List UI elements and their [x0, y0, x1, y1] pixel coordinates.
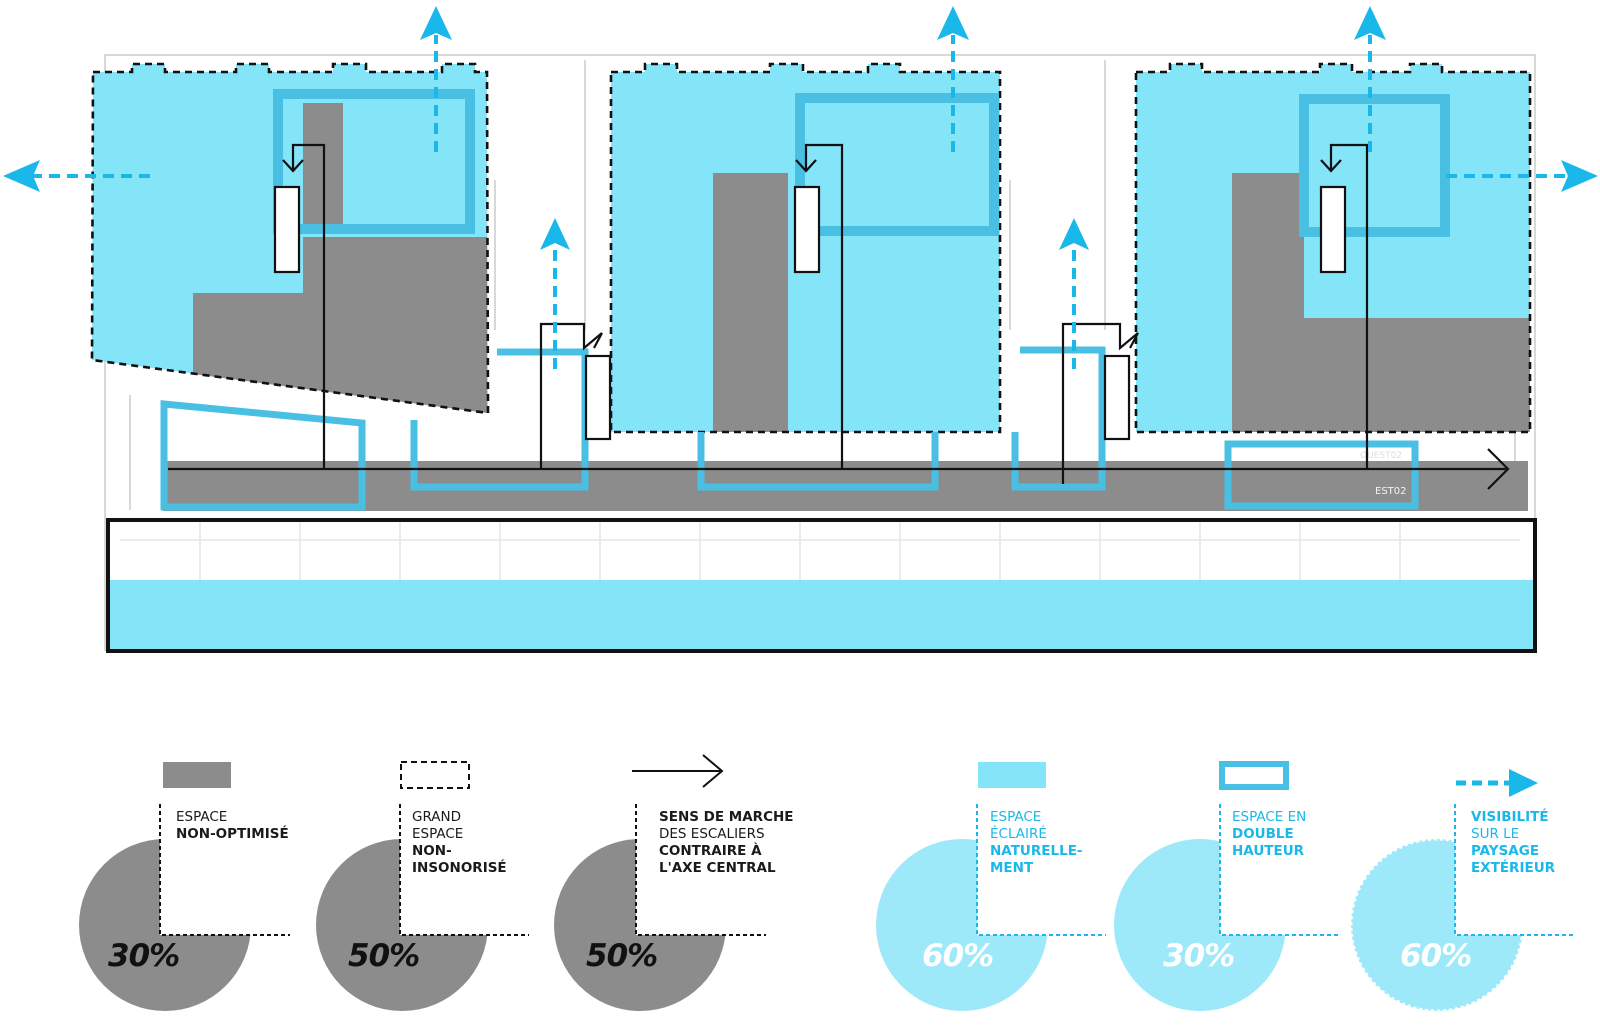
non-optimized-area [193, 237, 487, 413]
legend-line: L'AXE CENTRAL [659, 860, 776, 876]
legend-label-non-insonorise: GRAND ESPACE NON- INSONORISÉ [412, 809, 507, 877]
legend-symbol-cyan-frame [1219, 761, 1289, 790]
legend-symbol-dashed-arrow [1456, 769, 1538, 797]
legend-line: SUR LE [1471, 826, 1520, 842]
legend-label-sens-de-marche: SENS DE MARCHE DES ESCALIERS CONTRAIRE À… [659, 809, 794, 877]
legend-line: VISIBILITÉ [1471, 809, 1549, 825]
non-optimized-area [713, 173, 788, 432]
legend-line: NATURELLE- [990, 843, 1083, 859]
legend-callout-lines [159, 804, 1575, 936]
bottom-soundproof-frame [106, 518, 1537, 653]
legend-callout-box [160, 804, 295, 935]
percent-eclaire: 60% [922, 938, 994, 974]
percent-double-hauteur: 30% [1163, 938, 1235, 974]
legend-line: ESPACE [176, 809, 228, 825]
legend-label-eclaire: ESPACE ÉCLAIRÉ NATURELLE- MENT [990, 809, 1083, 877]
non-soundproofed-boundary [1134, 62, 1532, 434]
stair-down-arrows [282, 159, 1342, 173]
legend-callout-box [1220, 804, 1355, 935]
legend-line: DOUBLE [1232, 826, 1294, 842]
legend-line: INSONORISÉ [412, 860, 507, 876]
double-height-frame [273, 89, 475, 234]
non-optimized-area [1232, 173, 1530, 432]
non-soundproofed-boundary [90, 62, 490, 415]
double-height-frame [1299, 94, 1450, 237]
non-soundproofed-boundary [609, 62, 1002, 434]
legend-line: GRAND [412, 809, 462, 825]
legend-label-non-optimise: ESPACE NON-OPTIMISÉ [176, 809, 289, 843]
bottom-lit-strip [110, 580, 1535, 650]
legend-symbol-grey [163, 762, 231, 788]
percent-sens-de-marche: 50% [586, 938, 658, 974]
corridor-code-label: EST02 [1375, 486, 1407, 497]
visibility-arrow-heads [3, 6, 1598, 250]
legend-label-double-hauteur: ESPACE EN DOUBLE HAUTEUR [1232, 809, 1306, 860]
stair-direction-lines [168, 143, 1510, 490]
legend-line: DES ESCALIERS [659, 826, 765, 842]
legend-symbol-dashed [400, 761, 470, 789]
legend-line: ÉCLAIRÉ [990, 826, 1047, 842]
legend-line: CONTRAIRE À [659, 843, 762, 859]
legend-line: PAYSAGE [1471, 843, 1540, 859]
legend-line: SENS DE MARCHE [659, 809, 794, 825]
legend-line: MENT [990, 860, 1034, 876]
percent-non-insonorise: 50% [348, 938, 420, 974]
legend-symbol-cyan [978, 762, 1046, 788]
legend-callout-box [636, 804, 771, 935]
legend-line: HAUTEUR [1232, 843, 1305, 859]
legend-line: NON- [412, 843, 452, 859]
legend-line: ESPACE EN [1232, 809, 1307, 825]
legend-line: ESPACE [412, 826, 464, 842]
legend-callout-box [977, 804, 1112, 935]
legend-line: NON-OPTIMISÉ [176, 826, 289, 842]
legend-label-visibilite: VISIBILITÉ SUR LE PAYSAGE EXTÉRIEUR [1471, 809, 1555, 877]
legend-callout-box [1455, 804, 1590, 935]
legend-symbol-arrow [632, 754, 724, 788]
legend-line: ESPACE [990, 809, 1042, 825]
percent-visibilite: 60% [1400, 938, 1472, 974]
staircase-boxes [273, 185, 1347, 441]
percent-non-optimise: 30% [108, 938, 180, 974]
corridor-code-label-b: OUEST02 [1360, 451, 1402, 461]
legend-line: EXTÉRIEUR [1471, 860, 1556, 876]
visibility-arrows [30, 35, 1568, 369]
legend-callout-box [400, 804, 535, 935]
